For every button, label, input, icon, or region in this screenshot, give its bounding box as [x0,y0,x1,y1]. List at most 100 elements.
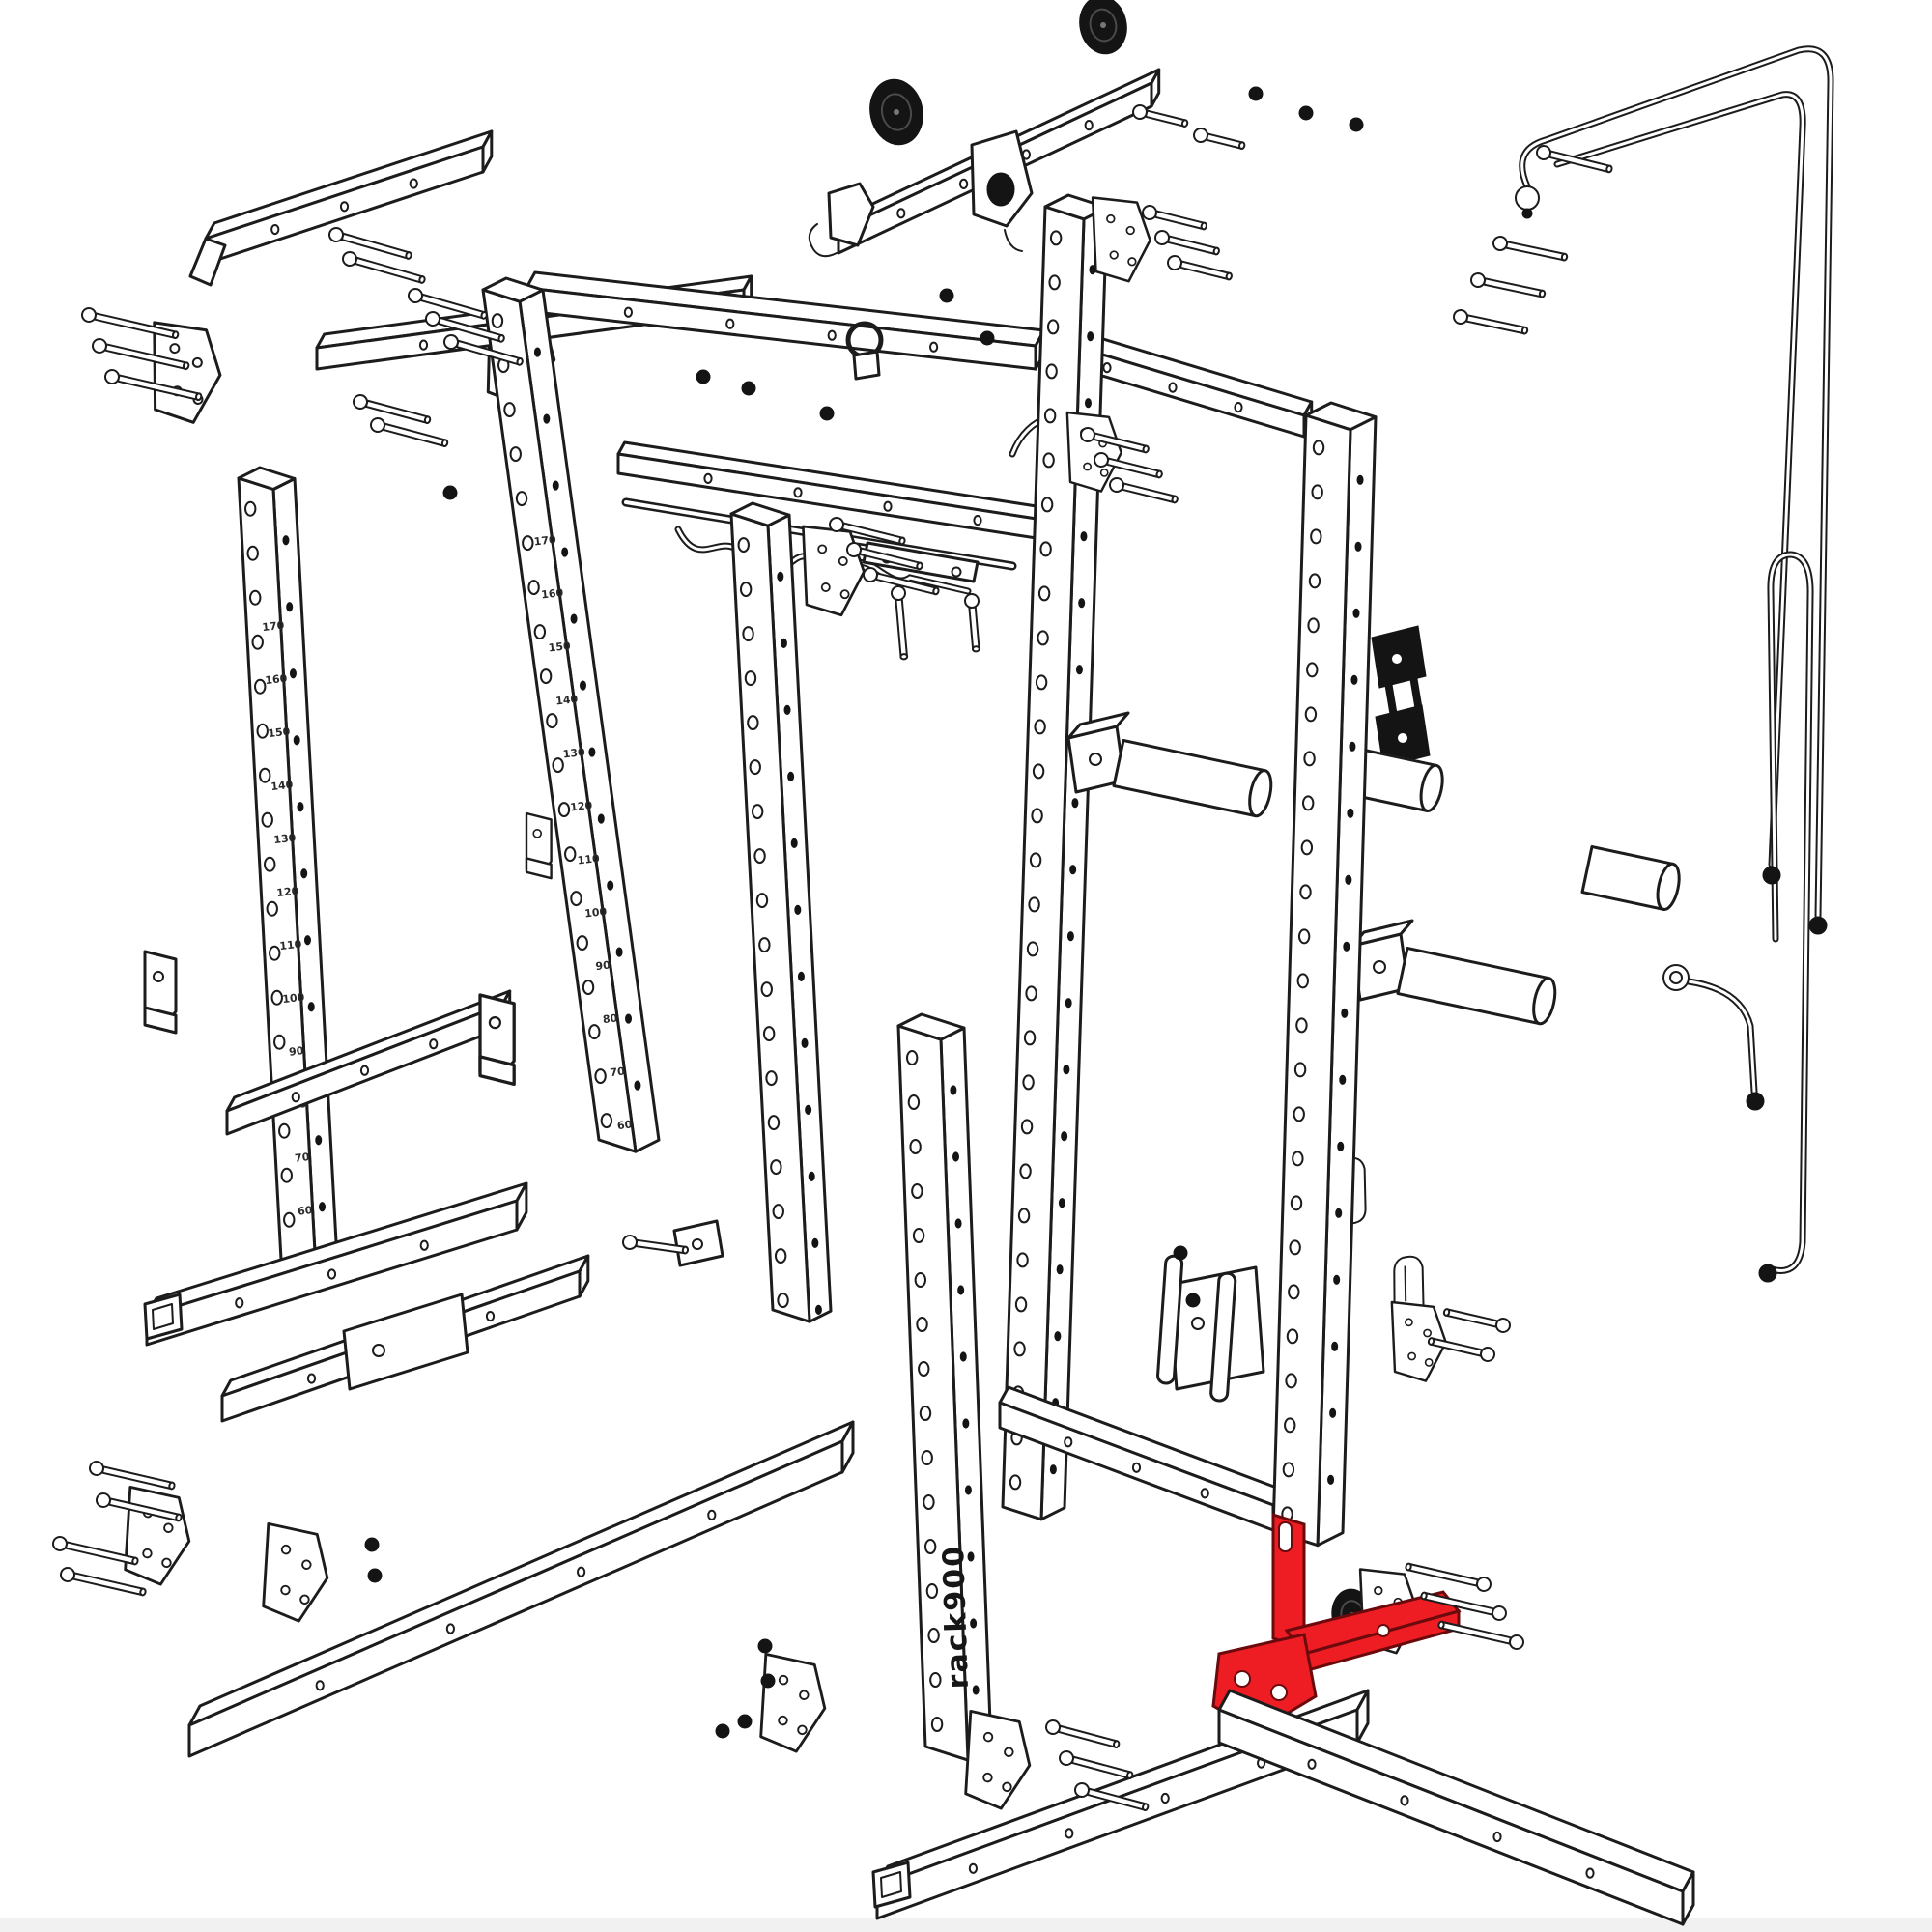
cable-long-inner [1553,91,1806,868]
weight-horn [1580,845,1681,911]
upright-hole [1299,884,1312,900]
upright-hole [755,893,769,909]
upright-hole [251,634,264,650]
weight-horn [1066,711,1273,818]
upright-hole [747,715,759,731]
bolt [81,307,180,340]
upright-height-label: 140 [270,779,295,793]
bolt [60,1567,147,1597]
upright-hole [772,1204,784,1220]
nut [1248,86,1264,101]
upright-hole [1292,1151,1304,1167]
upright-hole [1308,573,1321,589]
bolt [1453,309,1529,335]
upright-height-label: 110 [577,852,601,867]
upright-hole [600,1113,613,1129]
upright-hole [273,1034,286,1050]
upright-hole [1286,1328,1299,1345]
upright-hole [254,678,267,695]
bolt [891,585,909,661]
upright-hole [1009,1474,1022,1491]
floor-rail-left [143,1181,528,1347]
j-cup [525,811,553,880]
weight-horn [1350,919,1557,1026]
upright-height-label: 100 [584,905,609,920]
nut-dot [364,1537,380,1552]
upright-hole [259,767,271,783]
upright-hole [1026,941,1039,957]
cable-ball-stops [1515,185,1828,1283]
gusset-plate [1091,196,1151,283]
upright-hole [1290,1195,1303,1211]
upright-hole [1303,751,1316,767]
floor-rail-right [1217,1689,1695,1926]
nut [442,485,458,500]
multi-grip-pull-up-bar [674,526,972,595]
nut-dot [737,1714,753,1729]
upright-hole [1028,896,1040,913]
upright-hole [564,846,577,863]
upright-hole [1034,719,1046,735]
upright-hole [918,1361,930,1378]
upright-hole [927,1628,940,1644]
nut [367,1568,383,1583]
upright-hole [539,668,553,685]
upright-hole [925,1583,939,1600]
upright-hole [261,811,273,828]
nut-dot [1349,117,1364,132]
upright-hole [1289,1239,1301,1256]
bolt [342,251,426,284]
upright-hole [1031,808,1043,824]
upright-hole [923,1494,935,1511]
bolt [829,517,906,546]
upright-hole [911,1183,923,1200]
bolt [846,542,923,571]
upright-height-label: 120 [276,885,300,899]
upright-height-label: 130 [562,746,586,760]
upright-height-label: 170 [262,619,286,634]
upright-hole [1296,973,1309,989]
upright-hole [246,545,259,561]
upright-hole [1017,1208,1031,1224]
bolt [96,1492,183,1522]
bolt [92,338,190,371]
upright-hole [1035,674,1048,691]
shackle-ring [845,321,884,381]
nut [1173,1245,1188,1261]
upright-hole [1014,1296,1028,1313]
bolt [1074,1782,1150,1811]
upright-hole [1295,1017,1308,1034]
side-brace-left-lower [220,1254,590,1423]
upright-hole [919,1406,932,1422]
upright-hole [905,1050,919,1066]
crossmember-bevel-end [188,237,227,287]
upright-hole [1285,1373,1297,1389]
upright-hole [753,848,766,865]
pulley-wheel [869,78,923,146]
gusset-plate [964,1709,1032,1810]
upright-hole [491,313,504,329]
bolt [1536,145,1613,174]
upright-hole [1288,1284,1300,1300]
upright-hole [912,1228,925,1244]
bolt [443,334,524,366]
nut-dot [760,1673,776,1689]
upright-hole [1040,497,1054,513]
nut-dot [1248,86,1264,101]
upright-hole [278,1122,291,1139]
bolt [89,1461,176,1491]
lat-tower-rear-upright [1001,193,1109,1521]
nut [1298,105,1314,121]
upright-hole [522,535,534,552]
bolt [328,227,412,260]
gusset-plate [153,321,222,424]
nut [757,1638,773,1654]
upright-hole [244,500,257,517]
bolt [408,288,488,320]
dip-handle-bracket [1156,1254,1265,1403]
upright-hole [749,759,761,776]
nut-dot [819,406,835,421]
upright-hole [266,900,278,917]
upright-hole [1307,617,1320,634]
